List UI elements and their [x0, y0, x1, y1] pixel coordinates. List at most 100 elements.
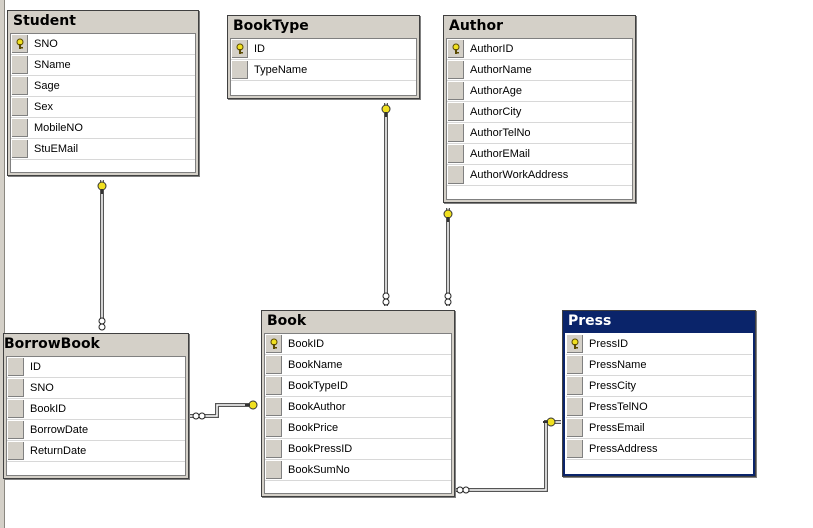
row-selector[interactable] [448, 61, 464, 79]
row-selector[interactable] [266, 398, 282, 416]
row-selector[interactable] [12, 98, 28, 116]
table-title[interactable]: BookType [233, 18, 309, 34]
row-selector[interactable] [12, 77, 28, 95]
row-selector[interactable] [8, 379, 24, 397]
row-selector[interactable] [12, 140, 28, 158]
primary-key-icon [16, 38, 23, 49]
column-name: BookName [288, 359, 343, 371]
column-row[interactable]: BorrowDate [7, 420, 185, 441]
column-row[interactable]: MobileNO [11, 118, 195, 139]
column-row[interactable]: PressID [566, 334, 752, 355]
column-name: ReturnDate [30, 445, 87, 457]
infinity-icon [382, 292, 390, 306]
column-row[interactable]: SNO [11, 34, 195, 55]
row-selector[interactable] [567, 419, 583, 437]
row-selector[interactable] [567, 440, 583, 458]
column-row[interactable]: BookPressID [265, 439, 451, 460]
column-row[interactable]: PressEmail [566, 418, 752, 439]
column-row[interactable]: BookSumNo [265, 460, 451, 481]
column-name: ID [254, 43, 265, 55]
column-row[interactable]: PressCity [566, 376, 752, 397]
row-selector[interactable] [448, 82, 464, 100]
row-selector[interactable] [12, 35, 28, 53]
column-name: MobileNO [34, 122, 83, 134]
row-selector[interactable] [12, 56, 28, 74]
row-selector[interactable] [567, 335, 583, 353]
table-title[interactable]: Press [568, 313, 612, 329]
column-name: Sage [34, 80, 60, 92]
table-title[interactable]: Student [13, 13, 76, 29]
row-selector[interactable] [232, 61, 248, 79]
key-icon [543, 417, 556, 427]
column-row[interactable]: AuthorCity [447, 102, 632, 123]
table-booktype[interactable]: BookType ID TypeName [227, 15, 420, 99]
column-row[interactable]: StuEMail [11, 139, 195, 160]
row-selector[interactable] [448, 124, 464, 142]
key-icon [443, 209, 453, 222]
column-row[interactable]: BookID [7, 399, 185, 420]
row-selector[interactable] [266, 335, 282, 353]
key-icon [97, 181, 107, 194]
column-row[interactable]: AuthorID [447, 39, 632, 60]
column-row[interactable]: AuthorAge [447, 81, 632, 102]
column-name: SName [34, 59, 71, 71]
row-selector[interactable] [266, 356, 282, 374]
row-selector[interactable] [266, 461, 282, 479]
column-name: PressAddress [589, 443, 658, 455]
row-selector[interactable] [567, 356, 583, 374]
row-selector[interactable] [567, 377, 583, 395]
column-row[interactable]: SName [11, 55, 195, 76]
primary-key-icon [571, 338, 578, 349]
row-selector[interactable] [8, 421, 24, 439]
row-selector[interactable] [8, 442, 24, 460]
column-row[interactable]: ID [231, 39, 416, 60]
column-row[interactable]: ID [7, 357, 185, 378]
canvas-left-edge [0, 0, 5, 528]
row-selector[interactable] [266, 419, 282, 437]
row-selector[interactable] [448, 40, 464, 58]
column-name: PressCity [589, 380, 637, 392]
column-row[interactable]: TypeName [231, 60, 416, 81]
column-name: AuthorWorkAddress [470, 169, 569, 181]
column-row[interactable]: AuthorName [447, 60, 632, 81]
row-selector[interactable] [8, 400, 24, 418]
column-row[interactable]: PressTelNO [566, 397, 752, 418]
row-selector[interactable] [567, 398, 583, 416]
column-row[interactable]: BookTypeID [265, 376, 451, 397]
column-row[interactable]: PressName [566, 355, 752, 376]
row-selector[interactable] [448, 145, 464, 163]
relationship-press-book[interactable] [456, 420, 561, 492]
column-row[interactable]: AuthorTelNo [447, 123, 632, 144]
row-selector[interactable] [448, 103, 464, 121]
column-row[interactable]: Sage [11, 76, 195, 97]
column-row[interactable]: ReturnDate [7, 441, 185, 462]
row-selector[interactable] [266, 377, 282, 395]
column-row[interactable]: Sex [11, 97, 195, 118]
relationship-book-borrowbook[interactable] [190, 403, 257, 418]
table-title[interactable]: Author [449, 18, 503, 34]
row-selector[interactable] [232, 40, 248, 58]
table-title[interactable]: Book [267, 313, 307, 329]
row-selector[interactable] [448, 166, 464, 184]
column-name: AuthorID [470, 43, 514, 55]
column-row[interactable]: BookID [265, 334, 451, 355]
row-selector[interactable] [12, 119, 28, 137]
column-row[interactable]: PressAddress [566, 439, 752, 460]
column-row[interactable]: SNO [7, 378, 185, 399]
column-row[interactable]: AuthorEMail [447, 144, 632, 165]
column-row[interactable]: BookName [265, 355, 451, 376]
column-name: BookPrice [288, 422, 339, 434]
column-row[interactable]: BookPrice [265, 418, 451, 439]
table-title[interactable]: BorrowBook [4, 336, 100, 352]
row-selector[interactable] [266, 440, 282, 458]
column-row[interactable]: BookAuthor [265, 397, 451, 418]
row-selector[interactable] [8, 358, 24, 376]
column-row[interactable]: AuthorWorkAddress [447, 165, 632, 186]
